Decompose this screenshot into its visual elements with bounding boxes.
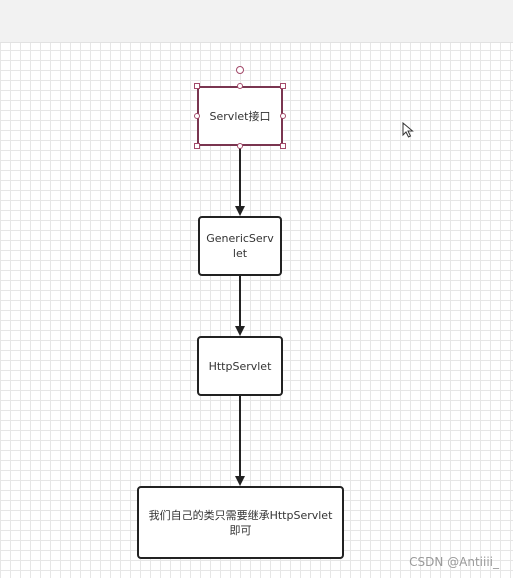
resize-handle-n[interactable] — [237, 83, 243, 89]
resize-handle-nw[interactable] — [194, 83, 200, 89]
custom-class-node[interactable]: 我们自己的类只需要继承HttpServlet即可 — [137, 486, 344, 559]
mouse-pointer-icon — [402, 122, 414, 138]
http-servlet-node[interactable]: HttpServlet — [197, 336, 283, 396]
watermark: CSDN @Antiiii_ — [409, 555, 499, 569]
resize-handle-w[interactable] — [194, 113, 200, 119]
servlet-interface-node[interactable]: Servlet接口 — [197, 86, 283, 146]
canvas-toolbar-strip — [0, 0, 513, 43]
custom-class-label: 我们自己的类只需要继承HttpServlet即可 — [148, 508, 333, 537]
generic-servlet-label: GenericServlet — [206, 232, 274, 260]
resize-handle-se[interactable] — [280, 143, 286, 149]
generic-servlet-node[interactable]: GenericServlet — [198, 216, 282, 276]
resize-handle-sw[interactable] — [194, 143, 200, 149]
resize-handle-s[interactable] — [237, 143, 243, 149]
http-servlet-label: HttpServlet — [208, 359, 272, 373]
resize-handle-e[interactable] — [280, 113, 286, 119]
resize-handle-ne[interactable] — [280, 83, 286, 89]
rotate-handle[interactable] — [236, 66, 244, 74]
servlet-interface-label: Servlet接口 — [209, 109, 271, 123]
